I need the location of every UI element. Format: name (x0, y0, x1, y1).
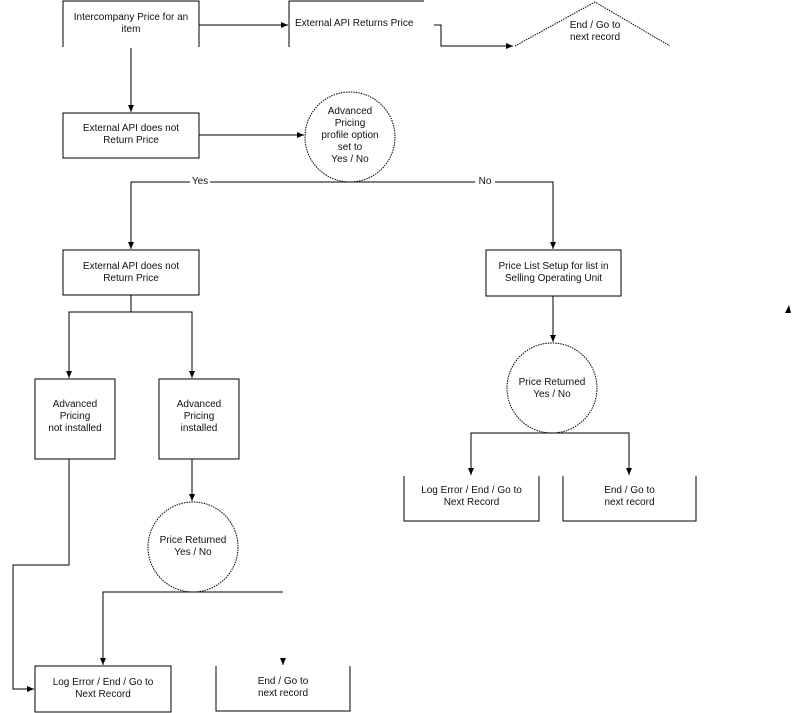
node-api-no-price-1: External API does not Return Price (82, 123, 180, 146)
box-end-bottom (215, 666, 351, 712)
node-price-returned-left: Price Returned Yes / No (159, 535, 227, 558)
edge-label-yes: Yes (190, 176, 210, 188)
edge-returned-right-to-end (552, 432, 632, 475)
box-api-returns-price (288, 0, 424, 47)
node-log-error-right: Log Error / End / Go to Next Record (421, 485, 522, 508)
node-end-right: End / Go to next record (604, 485, 655, 508)
node-adv-pricing-profile: Advanced Pricing profile option set to Y… (321, 106, 379, 165)
node-price-returned-right: Price Returned Yes / No (518, 377, 586, 400)
node-adv-installed: Advanced Pricing installed (176, 399, 222, 434)
triangle-end-top (514, 1, 671, 47)
box-end-right (562, 476, 697, 522)
node-adv-not-installed: Advanced Pricing not installed (48, 399, 102, 434)
edge-to-adv-installed (131, 311, 195, 378)
node-end-bottom: End / Go to next record (257, 676, 309, 699)
box-intercompany-price (62, 0, 200, 47)
box-log-error-right (403, 476, 540, 522)
stray-arrow-mark (785, 305, 791, 313)
edge-label-no: No (475, 176, 495, 188)
edge-profile-no (350, 181, 553, 249)
box-log-error-left (34, 665, 172, 713)
edge-profile-yes (131, 181, 350, 249)
node-api-returns-price: External API Returns Price (295, 18, 414, 29)
edge-returned-left-to-log (100, 591, 283, 665)
box-adv-installed (158, 378, 240, 460)
edge-api-returns-to-end (434, 24, 513, 49)
edge-not-installed-to-log (12, 459, 70, 692)
node-log-error-left: Log Error / End / Go to Next Record (52, 677, 154, 700)
node-api-no-price-2: External API does not Return Price (82, 261, 180, 284)
node-intercompany-price: Intercompany Price for an item (73, 12, 189, 35)
node-end-top: End / Go to next record (569, 20, 621, 43)
box-adv-not-installed (34, 378, 116, 460)
edge-to-adv-not-installed (66, 295, 132, 378)
node-price-list-setup: Price List Setup for list in Selling Ope… (498, 261, 609, 284)
edge-returned-right-to-log (468, 432, 552, 475)
